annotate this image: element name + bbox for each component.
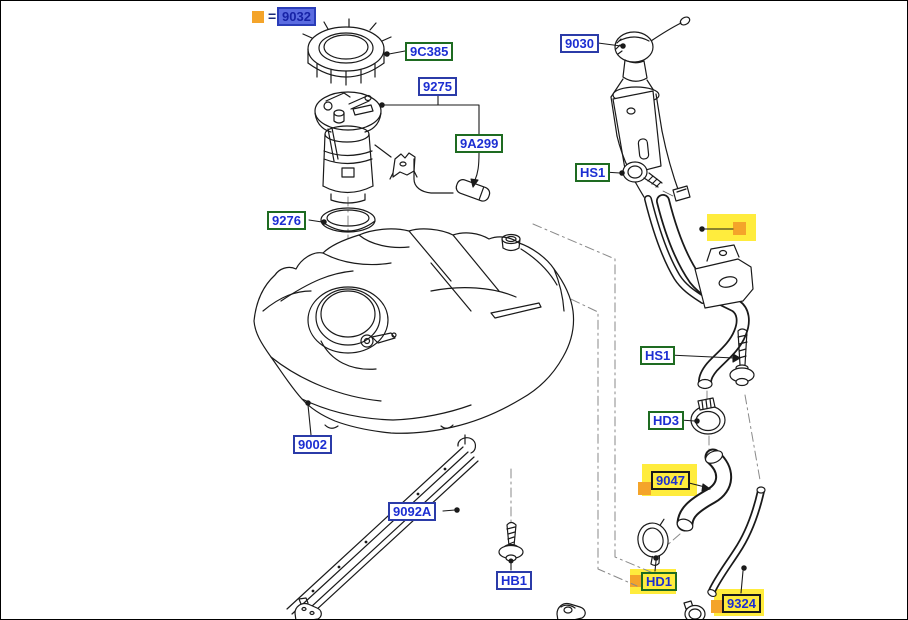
part-label-hs1-upper[interactable]: HS1 [575, 163, 611, 182]
part-label-hd1[interactable]: HD1 [641, 572, 678, 591]
orange-marker-icon [711, 600, 724, 613]
part-label-9030[interactable]: 9030 [560, 34, 599, 53]
part-label-9c385[interactable]: 9C385 [405, 42, 454, 61]
part-label-9047[interactable]: 9047 [651, 471, 690, 490]
part-label-hs1-lower[interactable]: HS1 [640, 346, 676, 365]
part-label-9002[interactable]: 9002 [293, 435, 332, 454]
part-label-9a299[interactable]: 9A299 [455, 134, 504, 153]
part-label-9032-selected[interactable]: 9032 [277, 7, 316, 26]
part-label-9324[interactable]: 9324 [722, 594, 761, 613]
legend-marker-icon [252, 11, 264, 23]
part-label-hd3[interactable]: HD3 [648, 411, 685, 430]
legend-equals: = [268, 8, 277, 24]
part-label-9275[interactable]: 9275 [418, 77, 457, 96]
part-label-hb1[interactable]: HB1 [496, 571, 533, 590]
part-label-9276[interactable]: 9276 [267, 211, 306, 230]
part-label-9092a[interactable]: 9092A [388, 502, 437, 521]
